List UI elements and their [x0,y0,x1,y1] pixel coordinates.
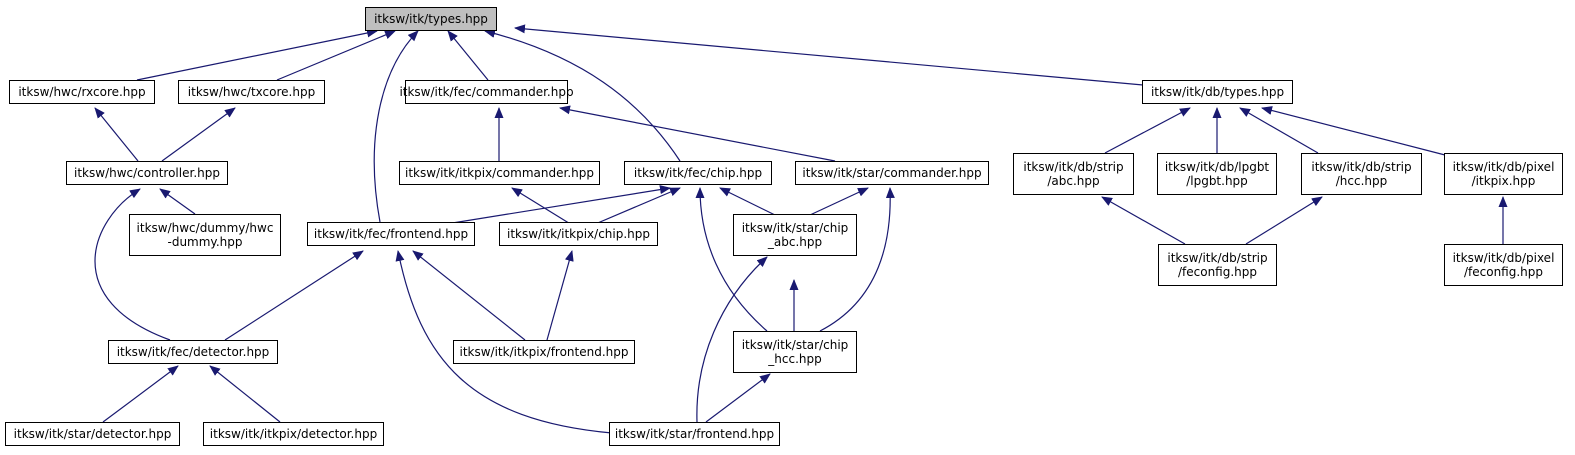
edge-star-chip-hcc-to-fec-chip [695,187,768,332]
node-fec-detector[interactable]: itksw/itk/fec/detector.hpp [108,340,278,364]
node-label-line: itksw/hwc/dummy/hwc [136,221,274,235]
node-db-strip-hcc[interactable]: itksw/itk/db/strip/hcc.hpp [1301,153,1422,195]
node-label-line: itksw/itk/fec/chip.hpp [633,166,763,180]
edge-itkpix-frontend-to-itkpix-chip [546,250,574,341]
edge-star-commander-to-fec-commander [559,105,836,162]
node-label-line: itksw/itk/star/chip [741,338,849,352]
node-label-line: itksw/itk/fec/commander.hpp [399,85,574,99]
edge-pixel-itkpix-to-db-types [1261,106,1446,156]
node-fec-chip[interactable]: itksw/itk/fec/chip.hpp [624,161,772,185]
node-label-line: -dummy.hpp [167,235,243,249]
node-db-strip-abc[interactable]: itksw/itk/db/strip/abc.hpp [1013,153,1134,195]
node-star-chip-hcc[interactable]: itksw/itk/star/chip_hcc.hpp [733,331,857,373]
node-label-line: itksw/itk/db/strip [1167,251,1268,265]
node-label-line: itksw/itk/fec/detector.hpp [116,345,270,359]
node-star-commander[interactable]: itksw/itk/star/commander.hpp [795,161,989,185]
edge-star-frontend-to-star-chip-abc [696,256,768,423]
node-label-line: itksw/hwc/controller.hpp [74,166,220,180]
node-label-line: itksw/itk/types.hpp [374,12,488,26]
node-label-line: itksw/itk/db/lpgbt [1164,160,1270,174]
node-label-line: /itkpix.hpp [1471,174,1536,188]
edge-controller-to-txcore [161,107,236,162]
node-label-line: itksw/itk/itkpix/detector.hpp [209,427,378,441]
node-label-line: itksw/itk/star/detector.hpp [13,427,172,441]
node-label-line: itksw/itk/db/strip [1023,160,1124,174]
node-label-line: itksw/hwc/rxcore.hpp [18,85,146,99]
edge-star-frontend-to-star-chip-hcc [705,373,771,423]
edge-fec-frontend-to-fec-chip [439,185,671,226]
node-db-lpgbt[interactable]: itksw/itk/db/lpgbt/lpgbt.hpp [1157,153,1277,195]
node-fec-frontend[interactable]: itksw/itk/fec/frontend.hpp [307,222,475,246]
edge-controller-to-rxcore [94,107,139,162]
node-label-line: /feconfig.hpp [1177,265,1258,279]
edge-star-frontend-to-fec-frontend [395,250,613,434]
node-label-line: /hcc.hpp [1335,174,1388,188]
edge-itkpix-chip-to-itkpix-commander [511,187,573,226]
edge-fec-chip-to-types [484,29,681,162]
node-label-line: itksw/itk/itkpix/chip.hpp [506,227,651,241]
node-hwc-rxcore[interactable]: itksw/hwc/rxcore.hpp [9,80,155,104]
edge-star-chip-abc-to-fec-chip [719,187,776,216]
node-label-line: /lpgbt.hpp [1186,174,1248,188]
node-label-line: itksw/itk/fec/frontend.hpp [313,227,469,241]
node-label-line: itksw/itk/star/chip [741,221,849,235]
edge-fec-frontend-to-types [373,30,419,223]
node-itkpix-frontend[interactable]: itksw/itk/itkpix/frontend.hpp [453,340,635,364]
node-label-line: /abc.hpp [1047,174,1100,188]
node-label-line: itksw/itk/db/pixel [1452,160,1555,174]
edge-rxcore-to-types [136,28,378,81]
node-db-pixel-itkpix[interactable]: itksw/itk/db/pixel/itkpix.hpp [1444,153,1563,195]
node-db-pixel-feconfig[interactable]: itksw/itk/db/pixel/feconfig.hpp [1444,244,1563,286]
edge-txcore-to-types [276,30,396,81]
edge-strip-feconfig-to-strip-hcc [1245,196,1323,245]
node-label-line: itksw/itk/star/commander.hpp [802,166,982,180]
node-db-strip-feconfig[interactable]: itksw/itk/db/strip/feconfig.hpp [1158,244,1277,286]
node-label-line: itksw/itk/db/types.hpp [1150,85,1285,99]
node-star-detector[interactable]: itksw/itk/star/detector.hpp [5,422,180,446]
node-label-line: itksw/itk/star/frontend.hpp [614,427,775,441]
edge-star-chip-hcc-to-star-commander [819,187,895,332]
node-hwc-dummy[interactable]: itksw/hwc/dummy/hwc-dummy.hpp [129,214,281,256]
node-label-line: itksw/itk/itkpix/commander.hpp [405,166,594,180]
node-itkpix-chip[interactable]: itksw/itk/itkpix/chip.hpp [499,222,658,246]
node-itkpix-commander[interactable]: itksw/itk/itkpix/commander.hpp [399,161,600,185]
edge-fec-detector-to-fec-frontend [224,250,364,341]
edge-itkpix-frontend-to-fec-frontend [412,250,526,341]
node-label-line: itksw/itk/db/strip [1311,160,1412,174]
edge-strip-hcc-to-db-types [1239,107,1319,154]
node-label-line: _hcc.hpp [768,352,822,366]
node-label-line: itksw/itk/db/pixel [1452,251,1555,265]
node-fec-commander[interactable]: itksw/itk/fec/commander.hpp [399,80,574,104]
edge-itkpix-chip-to-fec-chip [592,187,681,226]
node-db-types[interactable]: itksw/itk/db/types.hpp [1142,80,1293,104]
node-star-chip-abc[interactable]: itksw/itk/star/chip_abc.hpp [733,214,857,256]
edge-fec-commander-to-types [447,30,489,81]
node-star-frontend[interactable]: itksw/itk/star/frontend.hpp [609,422,780,446]
edge-star-detector-to-fec-detector [102,365,179,423]
edge-db-types-to-types [514,24,1144,86]
node-label-line: itksw/itk/itkpix/frontend.hpp [459,345,629,359]
node-hwc-txcore[interactable]: itksw/hwc/txcore.hpp [178,80,325,104]
node-label-line: /feconfig.hpp [1463,265,1544,279]
node-label-line: _abc.hpp [767,235,823,249]
node-itkpix-detector[interactable]: itksw/itk/itkpix/detector.hpp [203,422,384,446]
node-itk-types[interactable]: itksw/itk/types.hpp [365,7,497,31]
node-label-line: itksw/hwc/txcore.hpp [187,85,316,99]
edge-fec-detector-to-controller [94,188,171,341]
edge-strip-feconfig-to-strip-abc [1101,196,1186,245]
node-hwc-controller[interactable]: itksw/hwc/controller.hpp [66,161,228,185]
edge-itkpix-detector-to-fec-detector [209,365,281,423]
edge-hwc-dummy-to-controller [159,188,196,215]
edge-strip-abc-to-db-types [1104,107,1191,154]
edge-star-chip-abc-to-star-commander [809,187,869,216]
